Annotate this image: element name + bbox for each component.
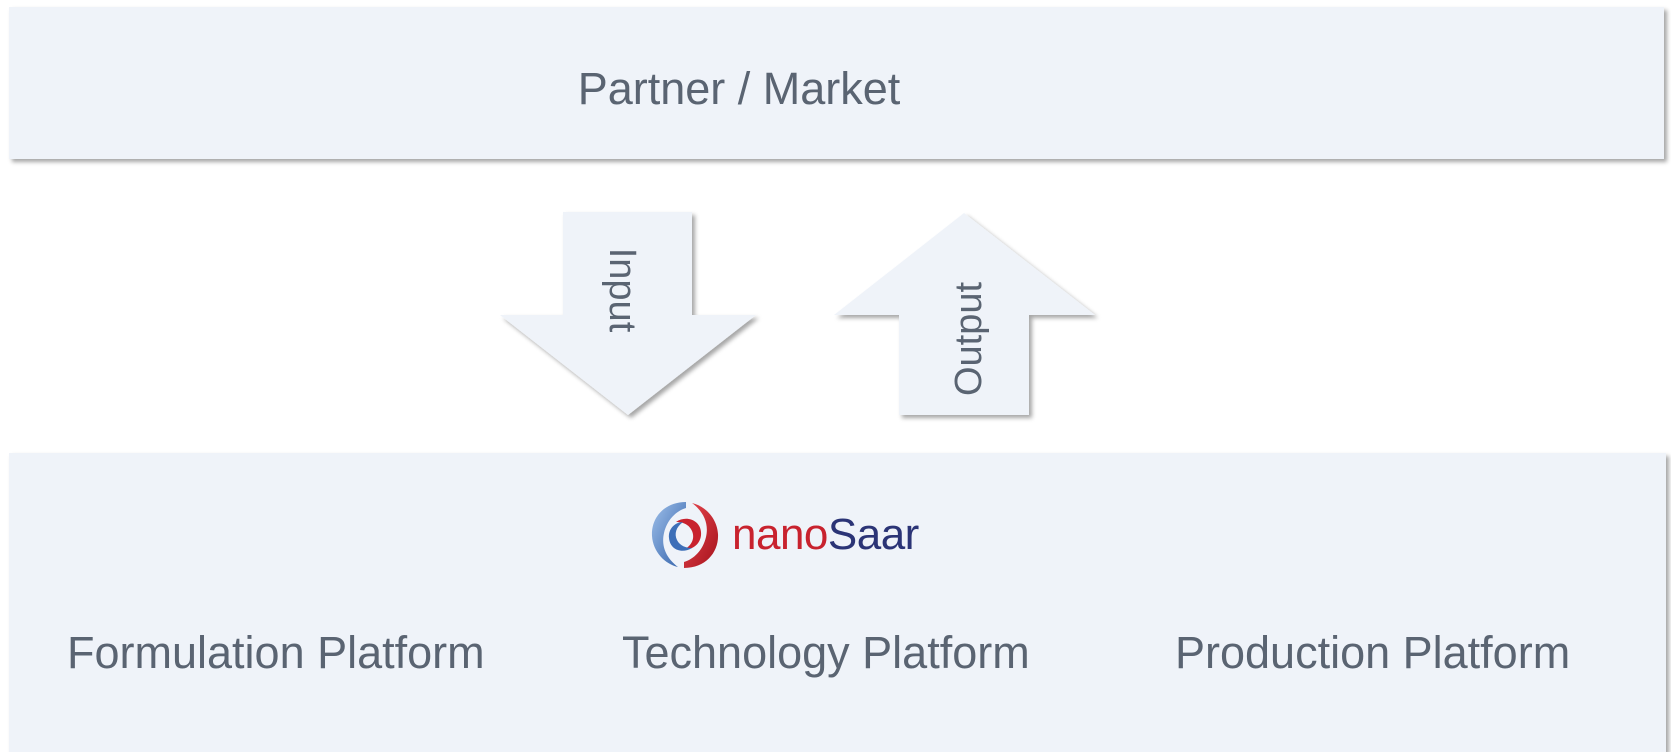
production-platform-label: Production Platform xyxy=(1175,627,1571,678)
output-arrow-shape xyxy=(834,213,1095,415)
input-arrow-shape xyxy=(500,212,756,415)
output-arrow-label: Output xyxy=(948,282,990,397)
nanosaar-box xyxy=(9,453,1666,752)
input-arrow-label: Input xyxy=(601,248,643,333)
partner-market-label: Partner / Market xyxy=(577,63,901,114)
partner-market-box: Partner / Market xyxy=(9,7,1664,159)
logo-nano-text: nano xyxy=(732,510,828,559)
input-arrow: Input xyxy=(500,212,756,415)
output-arrow: Output xyxy=(834,213,1095,415)
nanosaar-logo: nanoSaar xyxy=(648,498,919,572)
nanosaar-swirl-icon xyxy=(651,502,719,568)
nanosaar-wordmark: nanoSaar xyxy=(732,510,919,560)
technology-platform-label: Technology Platform xyxy=(622,627,1030,678)
formulation-platform-label: Formulation Platform xyxy=(67,627,485,678)
logo-saar-text: Saar xyxy=(827,510,919,559)
